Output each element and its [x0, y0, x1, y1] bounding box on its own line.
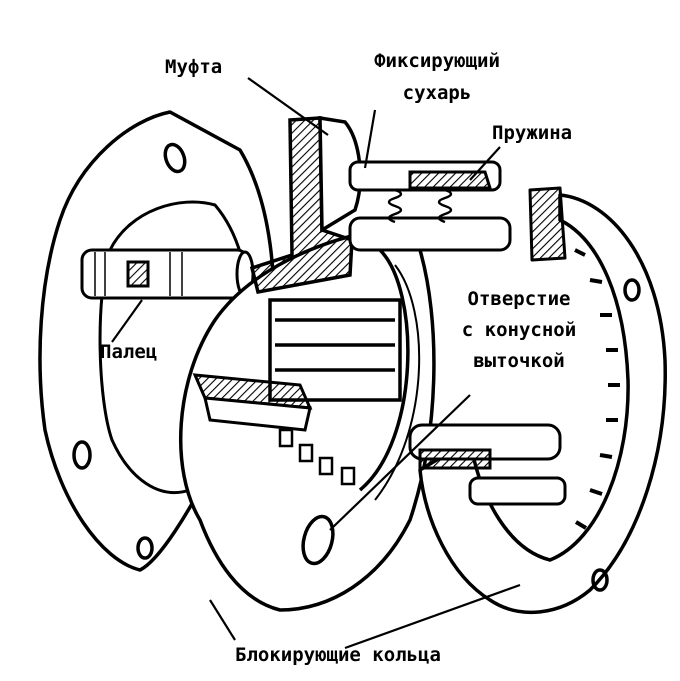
label-fixing-cracker-line2: сухарь: [402, 82, 472, 104]
label-fixing-cracker-line1: Фиксирующий: [374, 50, 500, 72]
label-clutch: Муфта: [165, 56, 223, 78]
leader-clutch: [247, 77, 329, 136]
right-pin-assembly: [408, 423, 567, 506]
label-spring: Пружина: [492, 122, 573, 144]
leader-ring-left: [209, 599, 236, 641]
right-blocking-ring: [418, 186, 667, 614]
leader-pin: [111, 299, 143, 343]
label-hole-line1: Отверстие: [467, 288, 571, 310]
leader-lines: [111, 77, 521, 650]
lower-cracker: [192, 373, 313, 432]
label-hole-line3: выточкой: [473, 350, 565, 372]
leader-spring: [469, 146, 501, 181]
leader-hole: [329, 394, 471, 531]
fixing-cracker-assembly: [348, 160, 512, 252]
leader-fixing-cracker: [363, 109, 377, 169]
label-hole-line2: с конусной: [461, 319, 577, 341]
label-pin: Палец: [100, 341, 158, 363]
label-blocking-rings: Блокирующие кольца: [235, 644, 441, 666]
pin-part: [80, 248, 255, 300]
leader-ring-right: [344, 583, 521, 650]
